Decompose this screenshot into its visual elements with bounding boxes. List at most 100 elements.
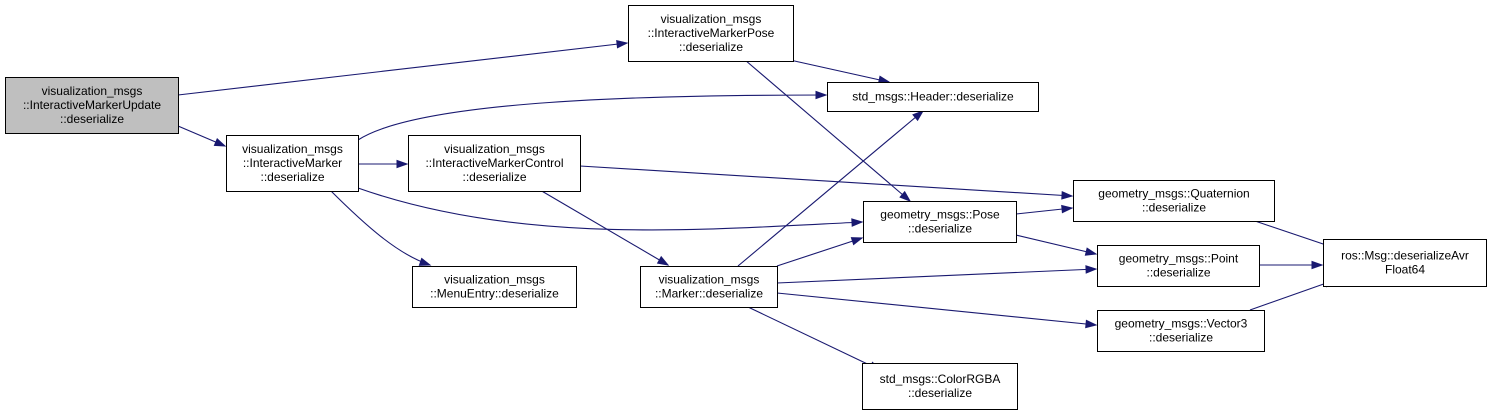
node-label-line: ::deserialize	[908, 386, 972, 400]
arrowhead	[1085, 319, 1098, 329]
edge-line	[579, 165, 1073, 197]
node-label-line: ::MenuEntry::deserialize	[430, 287, 559, 301]
node-label-line: visualization_msgs	[444, 273, 545, 287]
arrowhead	[851, 218, 864, 227]
node-hdr[interactable]: std_msgs::Header::deserialize	[827, 82, 1039, 112]
edge-line	[776, 237, 863, 267]
arrowhead	[899, 190, 912, 202]
arrowhead	[656, 255, 670, 266]
node-label-line: Float64	[1385, 263, 1425, 277]
edge-pt-ros	[1259, 260, 1324, 270]
node-label-line: geometry_msgs::Pose	[880, 208, 1000, 222]
edge-imp-hdr	[789, 59, 891, 84]
node-label-line: ::InteractiveMarkerPose	[648, 26, 775, 40]
node-box	[5, 77, 179, 134]
edge-line	[1015, 234, 1097, 255]
edge-line	[357, 94, 827, 141]
node-label-line: ::deserialize	[462, 170, 526, 184]
node-label-line: ::deserialize	[1149, 331, 1213, 345]
edge-im-imc	[358, 159, 409, 169]
edge-mk-v3	[776, 292, 1098, 329]
arrowhead	[1061, 191, 1074, 200]
node-me[interactable]: visualization_msgs::MenuEntry::deseriali…	[412, 266, 577, 308]
node-label-line: visualization_msgs	[242, 142, 343, 156]
edge-line	[1249, 279, 1336, 311]
node-label-line: ::deserialize	[260, 170, 324, 184]
arrowhead	[912, 110, 925, 122]
node-mk[interactable]: visualization_msgs::Marker::deserialize	[640, 266, 778, 308]
node-imu[interactable]: visualization_msgs::InteractiveMarkerUpd…	[5, 77, 179, 134]
edge-layer	[177, 39, 1337, 371]
arrowhead	[616, 39, 629, 49]
edge-mk-col	[747, 306, 882, 371]
node-box	[640, 266, 778, 308]
edge-line	[747, 306, 881, 371]
edge-im-pose	[357, 187, 864, 231]
arrowhead	[213, 137, 227, 147]
node-col[interactable]: std_msgs::ColorRGBA::deserialize	[862, 363, 1018, 410]
node-label-line: std_msgs::ColorRGBA	[880, 372, 1001, 386]
node-v3[interactable]: geometry_msgs::Vector3::deserialize	[1097, 310, 1265, 352]
arrowhead	[1311, 260, 1324, 270]
node-label-line: visualization_msgs	[659, 273, 760, 287]
node-label-line: ::InteractiveMarkerControl	[425, 156, 563, 170]
edge-imc-mk	[539, 189, 670, 266]
edge-im-me	[329, 189, 432, 266]
arrowhead	[396, 159, 409, 169]
arrowhead	[815, 90, 828, 100]
node-label-line: geometry_msgs::Vector3	[1115, 317, 1248, 331]
node-label-line: geometry_msgs::Point	[1119, 252, 1239, 266]
edge-v3-ros	[1249, 279, 1337, 311]
edge-line	[776, 268, 1097, 284]
edge-mk-pt	[776, 265, 1098, 284]
edge-line	[1254, 220, 1336, 249]
node-box	[1097, 310, 1265, 352]
arrowhead	[1061, 204, 1074, 214]
node-pose[interactable]: geometry_msgs::Pose::deserialize	[863, 201, 1017, 243]
edge-line	[744, 59, 911, 202]
node-label-line: ::deserialize	[908, 222, 972, 236]
node-box	[862, 363, 1018, 410]
node-label-line: ::deserialize	[679, 40, 743, 54]
edge-imp-pose	[744, 59, 912, 202]
edge-mk-hdr	[737, 110, 925, 267]
node-box	[412, 266, 577, 308]
node-box	[226, 135, 359, 192]
node-label-line: visualization_msgs	[42, 84, 143, 98]
node-label-line: visualization_msgs	[661, 12, 762, 26]
edge-line	[789, 59, 890, 83]
edge-line	[177, 42, 628, 96]
node-quat[interactable]: geometry_msgs::Quaternion::deserialize	[1073, 180, 1275, 222]
node-imc[interactable]: visualization_msgs::InteractiveMarkerCon…	[408, 135, 581, 192]
arrowhead	[1085, 265, 1098, 274]
edge-line	[357, 187, 863, 231]
edge-pose-quat	[1015, 204, 1074, 215]
node-label-line: ::deserialize	[60, 112, 124, 126]
node-label-line: geometry_msgs::Quaternion	[1098, 187, 1249, 201]
edge-pose-pt	[1015, 234, 1098, 256]
node-box	[408, 135, 581, 192]
edge-line	[539, 189, 669, 266]
node-pt[interactable]: geometry_msgs::Point::deserialize	[1097, 245, 1260, 287]
node-box	[863, 201, 1017, 243]
edge-line	[776, 292, 1097, 326]
edge-line	[329, 189, 431, 266]
node-box	[1073, 180, 1275, 222]
node-label-line: ::deserialize	[1146, 266, 1210, 280]
node-im[interactable]: visualization_msgs::InteractiveMarker::d…	[226, 135, 359, 192]
node-box	[827, 82, 1039, 112]
edge-imc-quat	[579, 165, 1074, 200]
node-label-line: ::Marker::deserialize	[655, 287, 763, 301]
arrowhead	[1084, 247, 1098, 256]
node-layer: visualization_msgs::InteractiveMarkerUpd…	[5, 5, 1487, 410]
node-label-line: visualization_msgs	[444, 142, 545, 156]
node-imp[interactable]: visualization_msgs::InteractiveMarkerPos…	[628, 5, 794, 62]
node-box	[1097, 245, 1260, 287]
edge-imu-imp	[177, 39, 629, 96]
arrowhead	[418, 257, 432, 266]
edge-mk-pose	[776, 237, 864, 267]
node-box	[1323, 239, 1487, 287]
node-label-line: ::InteractiveMarker	[243, 156, 342, 170]
